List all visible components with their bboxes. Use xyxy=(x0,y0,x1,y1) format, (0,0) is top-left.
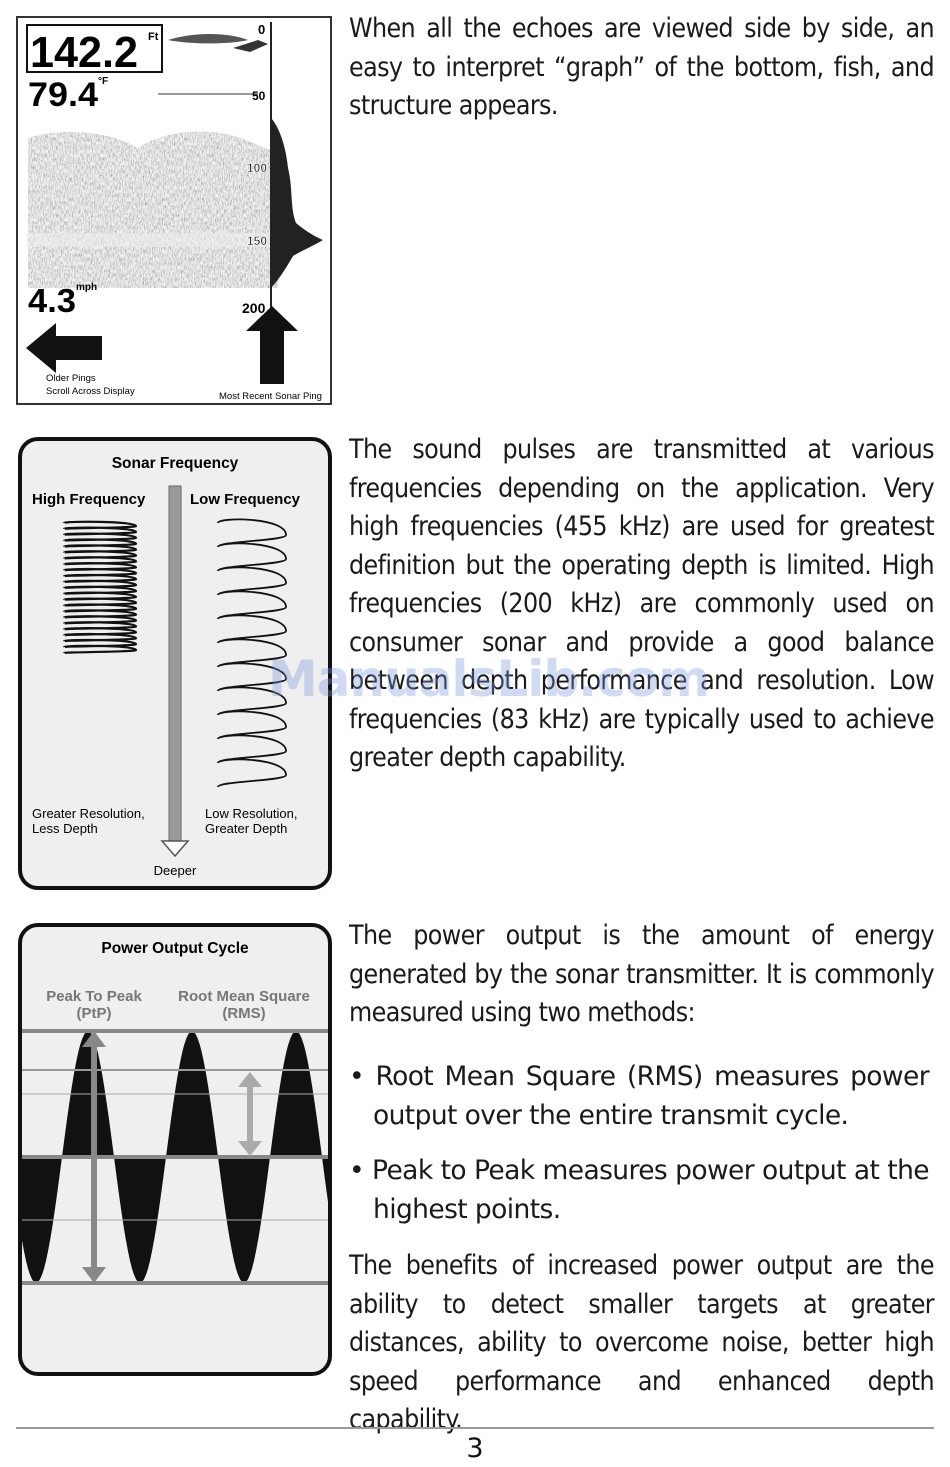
bottom-echo-band xyxy=(26,233,281,247)
paragraph-benefits: The benefits of increased power output a… xyxy=(349,1250,935,1435)
scale-label-150: 150 xyxy=(247,234,267,248)
greater-resolution-caption: Greater Resolution, xyxy=(32,806,145,821)
depth-readout-box xyxy=(26,24,163,73)
rms-heading: Root Mean Square xyxy=(178,988,310,1005)
scale-label-200: 200 xyxy=(242,300,266,316)
surface-clutter xyxy=(168,34,248,44)
current-ping-profile xyxy=(271,118,323,288)
bullet-rms: • Root Mean Square (RMS) measures power … xyxy=(349,1061,930,1131)
paragraph-power-output: The power output is the amount of energy… xyxy=(349,920,935,1028)
rms-arrow-down-icon xyxy=(238,1141,262,1156)
watermark: ManualsLib.com xyxy=(268,650,710,708)
greater-depth-caption: Greater Depth xyxy=(205,821,287,836)
page-number: 3 xyxy=(466,1433,484,1464)
surface-clutter-2 xyxy=(233,40,268,52)
depth-arrow-head-icon xyxy=(160,840,190,858)
temperature-reading: 79.4 xyxy=(28,76,98,114)
arrow-up-icon xyxy=(246,306,298,384)
arrow-left-icon xyxy=(26,323,102,373)
sonar-display-figure: 0 50 100 150 200 142.2 Ft 79.4 °F 4.3 mp… xyxy=(16,16,332,405)
depth-arrow-shaft xyxy=(168,485,182,845)
footer-rule xyxy=(16,1427,934,1429)
depth-unit: Ft xyxy=(148,31,159,43)
sonar-frequency-graphic: Sonar Frequency High Frequency Low Frequ… xyxy=(32,455,301,878)
low-resolution-caption: Low Resolution, xyxy=(205,806,298,821)
high-frequency-wave xyxy=(62,520,138,655)
power-title: Power Output Cycle xyxy=(101,940,249,957)
scale-label-50: 50 xyxy=(252,89,266,103)
bullet-ptp: • Peak to Peak measures power output at … xyxy=(349,1155,930,1225)
frequency-title: Sonar Frequency xyxy=(112,455,239,472)
ptp-abbrev: (PtP) xyxy=(77,1005,112,1022)
power-output-graphic: Power Output Cycle Peak To Peak (PtP) Ro… xyxy=(22,940,328,1285)
ptp-arrow-down-icon xyxy=(82,1267,106,1283)
recent-ping-caption: Most Recent Sonar Ping xyxy=(219,391,322,402)
paragraph-echoes: When all the echoes are viewed side by s… xyxy=(349,13,935,121)
ptp-heading: Peak To Peak xyxy=(46,988,142,1005)
speed-reading: 4.3 xyxy=(28,282,76,319)
echo-texture xyxy=(28,131,278,288)
low-frequency-heading: Low Frequency xyxy=(190,491,301,508)
older-pings-caption: Older Pings xyxy=(46,373,96,384)
ptp-arrow-up-icon xyxy=(82,1031,106,1047)
depth-reading: 142.2 xyxy=(30,28,138,77)
rms-arrow-up-icon xyxy=(238,1072,262,1087)
scroll-caption: Scroll Across Display xyxy=(46,386,135,397)
sonar-frequency-figure: Sonar Frequency High Frequency Low Frequ… xyxy=(18,437,332,890)
temperature-unit: °F xyxy=(98,76,108,87)
scale-label-0: 0 xyxy=(258,22,265,37)
less-depth-caption: Less Depth xyxy=(32,821,98,836)
scale-label-100: 100 xyxy=(247,161,267,175)
low-frequency-wave xyxy=(217,518,287,788)
sonar-display-graphic: 0 50 100 150 200 142.2 Ft 79.4 °F 4.3 mp… xyxy=(26,22,323,402)
high-frequency-heading: High Frequency xyxy=(32,491,146,508)
paragraph-frequencies: The sound pulses are transmitted at vari… xyxy=(349,434,935,773)
coil-path xyxy=(62,520,138,655)
rms-abbrev: (RMS) xyxy=(222,1005,265,1022)
speed-unit: mph xyxy=(76,282,97,293)
deeper-label: Deeper xyxy=(154,863,197,878)
power-output-figure: Power Output Cycle Peak To Peak (PtP) Ro… xyxy=(18,923,332,1376)
coil-path xyxy=(217,518,287,788)
